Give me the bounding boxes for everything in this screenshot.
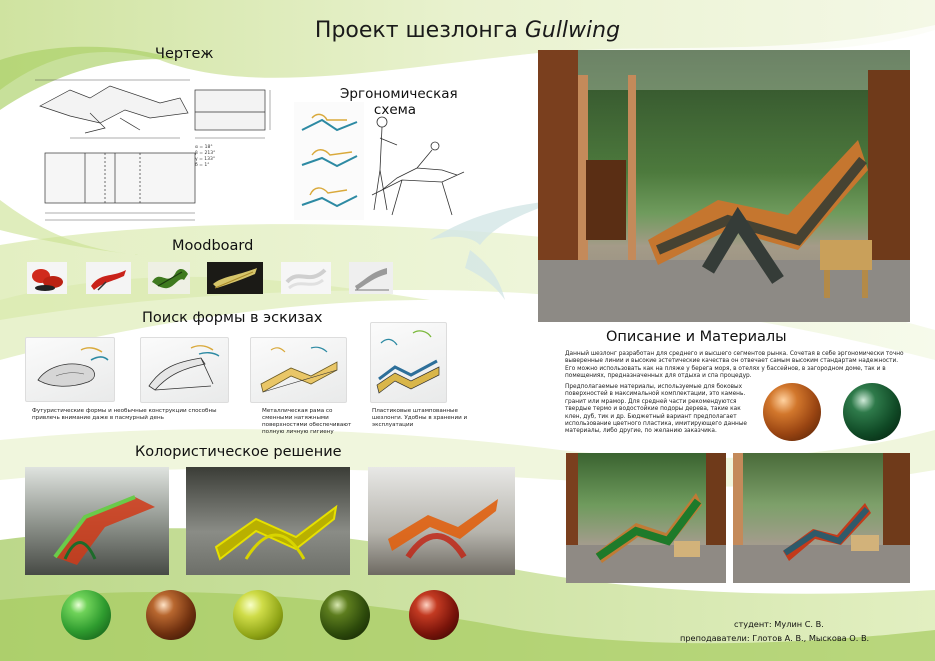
section-drawing-title: Чертеж: [155, 46, 214, 62]
drawing-angle-notes: α = 18° β = 213° γ = 133° δ = 1°: [195, 145, 215, 169]
moodboard-image-3: [148, 262, 190, 294]
ergonomic-sketches: [294, 102, 465, 220]
material-sphere-orange-stone: [763, 383, 821, 441]
poster-title: Проект шезлонга Gullwing: [0, 18, 935, 43]
moodboard-image-5: [281, 262, 331, 294]
credit-student: студент: Мулин С. В.: [734, 619, 824, 629]
sketch-panel-3: [250, 337, 347, 403]
material-sphere-wood: [146, 590, 196, 640]
material-sphere-green-stone: [843, 383, 901, 441]
title-main: Проект шезлонга: [314, 18, 525, 43]
ergonomic-title-line2: схема: [373, 102, 417, 118]
color-variant-render-2: [186, 467, 350, 575]
section-color-title: Колористическое решение: [135, 444, 342, 460]
section-description-title: Описание и Материалы: [606, 329, 787, 345]
moodboard-image-1: [27, 262, 67, 294]
section-ergonomic-title: Эргономическая схема: [340, 86, 458, 118]
alt-render-photo-1: [566, 453, 726, 583]
color-variant-render-1: [25, 467, 169, 575]
sketch-panel-4: [370, 322, 447, 403]
angle-delta: δ = 1°: [195, 163, 210, 168]
description-paragraph-2: Предполагаемые материалы, используемые д…: [565, 384, 747, 435]
section-moodboard-title: Moodboard: [172, 238, 254, 254]
ergonomic-title-line1: Эргономическая: [340, 86, 458, 102]
sketch-caption-3: Пластиковые штампованные шезлонги. Удобн…: [372, 408, 468, 428]
main-render-photo: [538, 50, 910, 322]
sketch-panel-1: [25, 337, 115, 402]
section-sketches-title: Поиск формы в эскизах: [142, 310, 323, 326]
moodboard-image-4: [207, 262, 263, 294]
credit-teachers: преподаватели: Глотов А. В., Мыскова О. …: [680, 633, 870, 643]
sketch-panel-2: [140, 337, 229, 403]
moodboard-image-2: [86, 262, 131, 294]
moodboard-image-6: [349, 262, 393, 294]
material-sphere-red-wood: [409, 590, 459, 640]
title-product-name: Gullwing: [524, 18, 621, 43]
material-sphere-yellow-green: [233, 590, 283, 640]
material-sphere-green-plastic: [61, 590, 111, 640]
material-sphere-dark-green: [320, 590, 370, 640]
alt-render-photo-2: [733, 453, 910, 583]
angle-alpha: α = 18°: [195, 145, 213, 150]
sketch-caption-2: Металлическая рама со сменными натяжными…: [262, 408, 352, 435]
sketch-caption-1: Футуристические формы и необычные констр…: [32, 408, 217, 421]
angle-gamma: γ = 133°: [195, 157, 216, 162]
description-paragraph-1: Данный шезлонг разработан для среднего и…: [565, 351, 904, 380]
color-variant-render-3: [368, 467, 515, 575]
angle-beta: β = 213°: [195, 151, 216, 156]
technical-drawing: [35, 79, 271, 221]
